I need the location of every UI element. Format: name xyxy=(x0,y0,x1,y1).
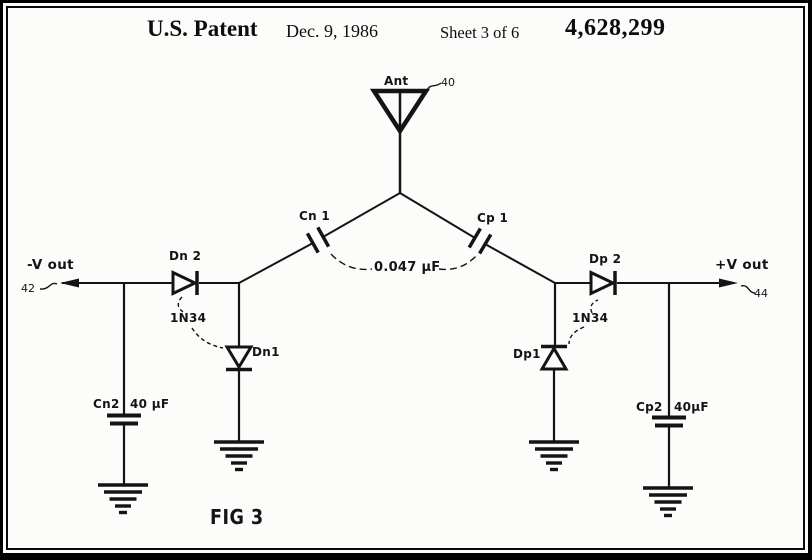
antenna-icon xyxy=(369,88,431,193)
leader-capvalue-right xyxy=(438,253,479,271)
capacitor-cn2-icon xyxy=(107,413,141,426)
figure-caption: FIG 3 xyxy=(210,505,264,529)
diode-dn2-icon xyxy=(171,270,199,296)
leader-1n34-right-down xyxy=(568,326,585,345)
circuit-diagram xyxy=(39,82,756,518)
patent-header-number: 4,628,299 xyxy=(565,15,666,41)
capacitor-cn1-label: Cn 1 xyxy=(299,209,331,223)
diode-type-right-label: 1N34 xyxy=(572,311,609,325)
leader-1n34-right-up xyxy=(590,299,599,314)
patent-header-date: Dec. 9, 1986 xyxy=(286,21,378,41)
wire-right-diagonal xyxy=(399,192,556,284)
diode-dn1-label: Dn1 xyxy=(252,345,280,359)
capacitor-cp1-label: Cp 1 xyxy=(477,211,509,225)
diode-dn1-icon xyxy=(224,345,254,372)
diode-dp2-label: Dp 2 xyxy=(589,252,622,266)
patent-header-sheet: Sheet 3 of 6 xyxy=(440,23,520,42)
diode-type-left-label: 1N34 xyxy=(170,311,207,325)
neg-output-label: -V out xyxy=(27,257,74,273)
capacitor-cp2-icon xyxy=(652,415,686,428)
capacitor-cn1-icon xyxy=(305,226,331,254)
leader-1n34-left-up xyxy=(177,296,184,313)
ref-numeral-40: 40 xyxy=(441,76,455,89)
capacitor-cn2-value: 40 µF xyxy=(130,397,170,411)
ground-icon-dp1 xyxy=(529,440,579,472)
pos-output-label: +V out xyxy=(715,257,769,273)
diode-dp1-icon xyxy=(539,344,569,371)
capacitor-cn2-label: Cn2 xyxy=(93,397,120,411)
pos-output-arrow-icon xyxy=(719,278,738,288)
leader-ref40 xyxy=(426,82,442,91)
leader-capvalue-left xyxy=(330,253,373,271)
leader-ref44 xyxy=(740,285,756,294)
diode-dn2-label: Dn 2 xyxy=(169,249,202,263)
wire-left-diagonal xyxy=(238,192,401,284)
leader-ref42 xyxy=(39,282,58,290)
leader-1n34-left-down xyxy=(191,327,224,349)
patent-header-title: U.S. Patent xyxy=(147,16,258,41)
antenna-label: Ant xyxy=(384,74,409,88)
diode-dp1-label: Dp1 xyxy=(513,347,541,361)
ref-numeral-42: 42 xyxy=(21,282,35,295)
ground-icon-cn2 xyxy=(98,483,148,515)
capacitor-cp1-icon xyxy=(467,227,493,255)
coupling-cap-value: 0.047 µF xyxy=(374,260,441,275)
ref-numeral-44: 44 xyxy=(754,287,768,300)
ground-icon-cp2 xyxy=(643,486,693,518)
capacitor-cp2-value: 40µF xyxy=(674,400,709,414)
diode-dp2-icon xyxy=(589,270,617,296)
capacitor-cp2-label: Cp2 xyxy=(636,400,663,414)
neg-output-arrow-icon xyxy=(60,278,79,288)
ground-icon-dn1 xyxy=(214,440,264,472)
